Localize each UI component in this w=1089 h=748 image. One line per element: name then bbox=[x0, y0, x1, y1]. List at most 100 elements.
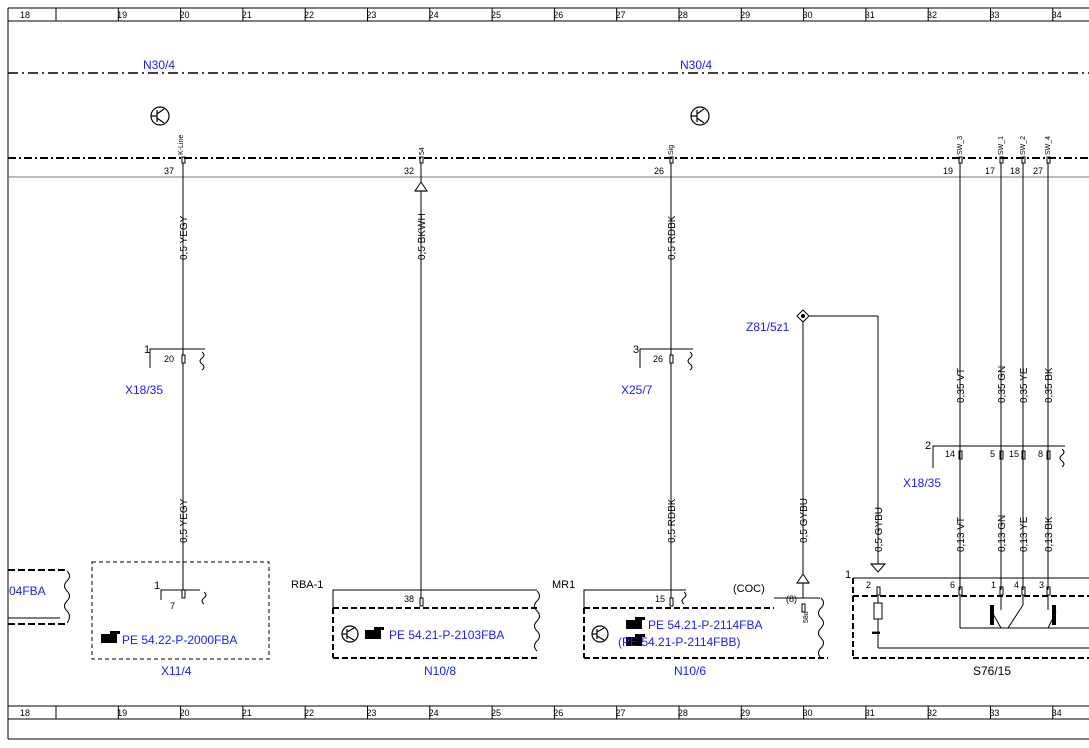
wire-label: 0,13 YE bbox=[1019, 516, 1030, 552]
pointing-hand-icon bbox=[626, 617, 645, 629]
component-number: 1 bbox=[845, 569, 851, 581]
wire-label: 0,35 YE bbox=[1019, 367, 1030, 403]
wire-label: 0,35 VT bbox=[956, 368, 967, 403]
connector-pin: 8 bbox=[1038, 449, 1043, 459]
switch-contact-icon bbox=[990, 605, 994, 625]
component-pin: 6 bbox=[950, 580, 955, 590]
grid-column-label: 19 bbox=[117, 708, 127, 718]
component-left-partial bbox=[8, 569, 70, 625]
module-label-left: N30/4 bbox=[143, 58, 175, 72]
grid-column-label: 22 bbox=[304, 708, 314, 718]
connector-pin: 5 bbox=[990, 449, 995, 459]
pin-number-kline: 37 bbox=[164, 166, 174, 176]
grid-column-label: 32 bbox=[927, 708, 937, 718]
grid-column-label: 25 bbox=[491, 708, 501, 718]
transistor-icon bbox=[150, 106, 170, 126]
grid-column-label: 30 bbox=[802, 10, 812, 20]
wire-label: 0,13 GN bbox=[997, 515, 1008, 552]
component-ref: 04FBA bbox=[9, 584, 46, 598]
pin-name-sig: Sig bbox=[668, 145, 675, 155]
component-pin: (8) bbox=[786, 594, 797, 604]
grid-column-label: 18 bbox=[20, 708, 30, 718]
pointing-hand-icon bbox=[626, 634, 645, 646]
wire-label: 0,5 GYBU bbox=[874, 507, 885, 552]
wire-label: 0,13 BK bbox=[1044, 516, 1055, 552]
pin-number-sw1: 17 bbox=[985, 166, 995, 176]
transistor-icon bbox=[341, 625, 359, 643]
wire-label: 0,5 YEGY bbox=[179, 498, 190, 543]
component-ref: PE 54.22-P-2000FBA bbox=[122, 633, 237, 647]
pointing-hand-icon bbox=[365, 627, 384, 639]
n10-8-top-line bbox=[332, 589, 537, 608]
grid-column-label: 23 bbox=[366, 10, 376, 20]
connector-x18-35-left bbox=[149, 348, 205, 371]
pin-number-sw2: 18 bbox=[1010, 166, 1020, 176]
connector-number: 3 bbox=[633, 344, 639, 356]
x11-4-connector bbox=[160, 589, 207, 605]
wire-label: 0,5 RDBK bbox=[667, 498, 678, 543]
grid-column-label: 24 bbox=[429, 708, 439, 718]
grid-column-label: 26 bbox=[553, 708, 563, 718]
grid-column-label: 19 bbox=[117, 10, 127, 20]
grid-column-label: 28 bbox=[678, 708, 688, 718]
grid-column-label: 30 bbox=[802, 708, 812, 718]
connector-number: 1 bbox=[144, 344, 150, 356]
grid-column-label: 21 bbox=[242, 708, 252, 718]
connector-label: X25/7 bbox=[621, 383, 653, 397]
pin-name-sw1: SW_1 bbox=[998, 136, 1005, 155]
ground-mark: ▬ bbox=[872, 627, 880, 636]
connector-x18-35-right bbox=[932, 445, 1065, 468]
connector-label: X18/35 bbox=[903, 476, 941, 490]
pin-number-54: 32 bbox=[404, 166, 414, 176]
pin-name-54: 54 bbox=[419, 147, 426, 155]
connector-x25-7 bbox=[639, 348, 693, 371]
wire-label: 0,5 RDBK bbox=[667, 215, 678, 260]
pin-name-sw4: SW_4 bbox=[1045, 136, 1052, 155]
module-label-right: N30/4 bbox=[680, 58, 712, 72]
grid-column-label: 24 bbox=[429, 10, 439, 20]
grid-column-label: 32 bbox=[927, 10, 937, 20]
pin-name-sw2: SW_2 bbox=[1020, 136, 1027, 155]
connector-pin: 20 bbox=[164, 354, 174, 364]
wire-label: 0,35 GN bbox=[997, 366, 1008, 403]
pin-name-sw3: SW_3 bbox=[957, 136, 964, 155]
grid-column-label: 33 bbox=[989, 10, 999, 20]
grid-column-label: 34 bbox=[1052, 10, 1062, 20]
grid-column-label: 20 bbox=[179, 708, 189, 718]
pin-number-sw4: 27 bbox=[1033, 166, 1043, 176]
component-ref: (PE 54.21-P-2114FBB) bbox=[618, 635, 741, 649]
transistor-icon bbox=[690, 106, 710, 126]
pin-name-kline: K-Line bbox=[178, 135, 185, 155]
wire-label: 0,5 YEGY bbox=[179, 215, 190, 260]
splice-diamond-icon bbox=[796, 309, 810, 323]
component-tag: MR1 bbox=[552, 579, 575, 591]
component-tag: RBA-1 bbox=[291, 579, 323, 591]
grid-column-label: 27 bbox=[616, 708, 626, 718]
component-tag: (COC) bbox=[733, 583, 765, 595]
component-pin-name: 58d bbox=[803, 611, 810, 623]
grid-column-label: 31 bbox=[865, 10, 875, 20]
component-pin: 2 bbox=[866, 580, 871, 590]
grid-column-label: 28 bbox=[678, 10, 688, 20]
grid-column-label: 29 bbox=[740, 10, 750, 20]
switch-contact-icon bbox=[1052, 605, 1056, 625]
connector-pin: 14 bbox=[945, 449, 955, 459]
grid-column-label: 33 bbox=[989, 708, 999, 718]
component-label: S76/15 bbox=[973, 664, 1011, 678]
pin-number-sw3: 19 bbox=[943, 166, 953, 176]
component-pin: 1 bbox=[991, 580, 996, 590]
grid-column-label: 22 bbox=[304, 10, 314, 20]
pin-number-sig: 26 bbox=[654, 166, 664, 176]
connector-pin: 26 bbox=[653, 354, 663, 364]
component-pin: 38 bbox=[404, 594, 414, 604]
component-label: X11/4 bbox=[161, 664, 192, 678]
component-pin: 4 bbox=[1014, 580, 1019, 590]
component-ref: PE 54.21-P-2103FBA bbox=[389, 628, 504, 642]
transistor-icon bbox=[591, 625, 609, 643]
component-number: 1 bbox=[154, 580, 160, 592]
grid-column-label: 23 bbox=[366, 708, 376, 718]
grid-column-label: 20 bbox=[179, 10, 189, 20]
